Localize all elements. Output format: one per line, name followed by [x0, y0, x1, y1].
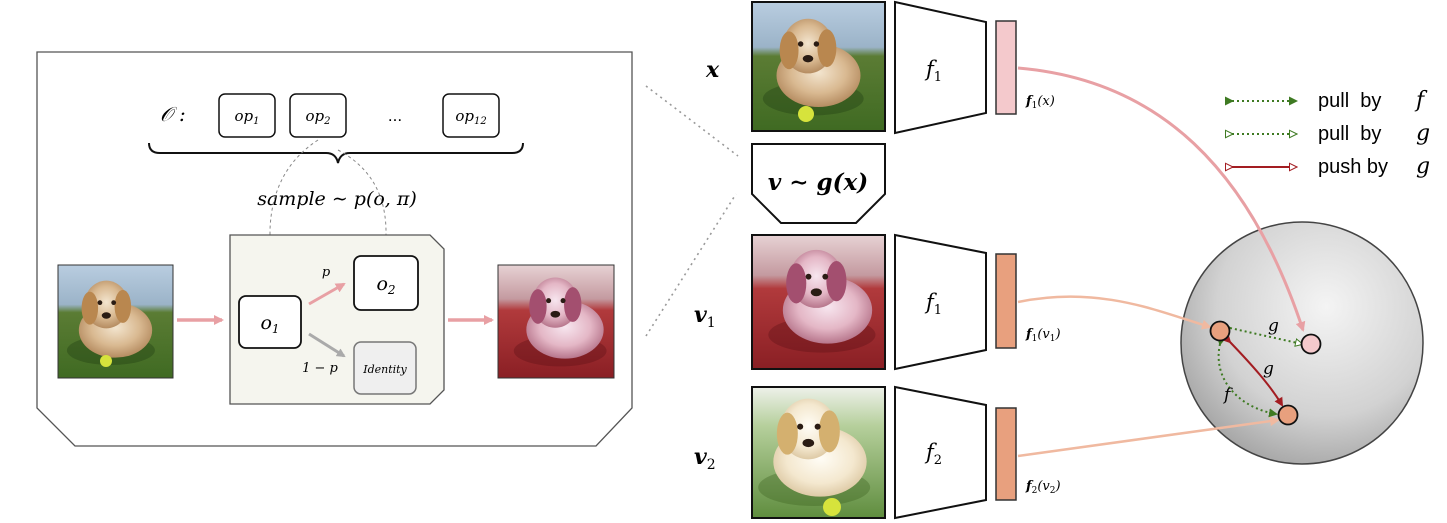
svg-text:g: g [1416, 154, 1430, 179]
legend: pull by f pull by g push by g [1225, 88, 1430, 179]
arrow-to-identity [308, 332, 346, 358]
projection-arrow-v1 [1017, 295, 1212, 330]
pull-f-arrow [1217, 336, 1278, 418]
feature-fv1-label: f1(v1) [1025, 327, 1061, 344]
svg-text:f1: f1 [924, 57, 942, 85]
svg-text:f1: f1 [924, 290, 942, 318]
svg-text:op2: op2 [305, 107, 330, 127]
projection-arrow-x [1017, 66, 1306, 332]
v1-label: v1 [694, 302, 716, 331]
encoder-f1-x: f1 [894, 0, 987, 135]
sampler-box: v ∼ g(x) [751, 143, 886, 224]
legend-pull-g: pull by g [1232, 121, 1430, 146]
edge-label-g-top: g [1268, 316, 1279, 336]
zoom-line-bottom [645, 193, 737, 337]
x-label: x [705, 57, 720, 83]
image-v2 [751, 386, 886, 519]
point-x [1300, 333, 1322, 355]
image-x [751, 1, 886, 132]
augmented-photo [497, 264, 615, 379]
svg-text:f2: f2 [924, 440, 942, 468]
svg-text:Identity: Identity [362, 363, 407, 376]
sample-arrow-o1 [267, 139, 319, 297]
feature-fx-label: f1(x) [1025, 94, 1055, 111]
svg-text:pull by: pull by [1318, 90, 1381, 112]
legend-push-g: push by g [1232, 154, 1430, 179]
op-set-label: 𝒪 : [160, 102, 186, 126]
v2-label: v2 [694, 444, 716, 473]
svg-text:f: f [1414, 88, 1428, 113]
svg-text:g: g [1416, 121, 1430, 146]
svg-text:push by: push by [1318, 156, 1388, 178]
point-v2 [1277, 404, 1299, 426]
projection-arrow-v2 [1017, 416, 1280, 458]
feature-fv2 [995, 407, 1017, 501]
op-box-12[interactable]: op12 [442, 93, 500, 138]
svg-text:o1: o1 [260, 312, 279, 336]
op-box-2[interactable]: op2 [289, 93, 347, 138]
svg-text:op1: op1 [234, 107, 259, 127]
svg-text:v ∼ g(x): v ∼ g(x) [768, 169, 868, 196]
input-photo [57, 264, 174, 379]
feature-fx [995, 20, 1017, 115]
image-v1 [751, 234, 886, 370]
point-v1 [1209, 320, 1231, 342]
sample-arrow-o2 [337, 149, 389, 257]
sample-label: sample ∼ p(o, π) [257, 188, 417, 210]
legend-pull-f: pull by f [1225, 88, 1428, 113]
prob-p-label: p [322, 265, 331, 280]
augmentation-panel: 𝒪 : op1 op2 ... op12 sample ∼ p(o, π) [36, 51, 633, 447]
edge-label-g-mid: g [1263, 359, 1274, 379]
encoder-f2-v2: f2 [894, 385, 987, 520]
svg-text:op12: op12 [455, 107, 486, 127]
ops-ellipsis: ... [388, 106, 402, 125]
op-box-1[interactable]: op1 [218, 93, 276, 138]
node-o1: o1 [238, 295, 302, 349]
op-set-brace [148, 142, 524, 164]
svg-text:pull by: pull by [1318, 123, 1381, 145]
arrow-to-o2 [308, 282, 346, 306]
encoder-f1-v1: f1 [894, 233, 987, 371]
feature-fv2-label: f2(v2) [1025, 479, 1061, 496]
node-identity: Identity [353, 341, 417, 395]
feature-fv1 [995, 253, 1017, 349]
svg-text:o2: o2 [376, 273, 395, 297]
edge-label-f: f [1222, 385, 1233, 405]
prob-1mp-label: 1 − p [302, 361, 338, 376]
node-o2: o2 [353, 255, 419, 311]
zoom-line-top [645, 85, 739, 157]
